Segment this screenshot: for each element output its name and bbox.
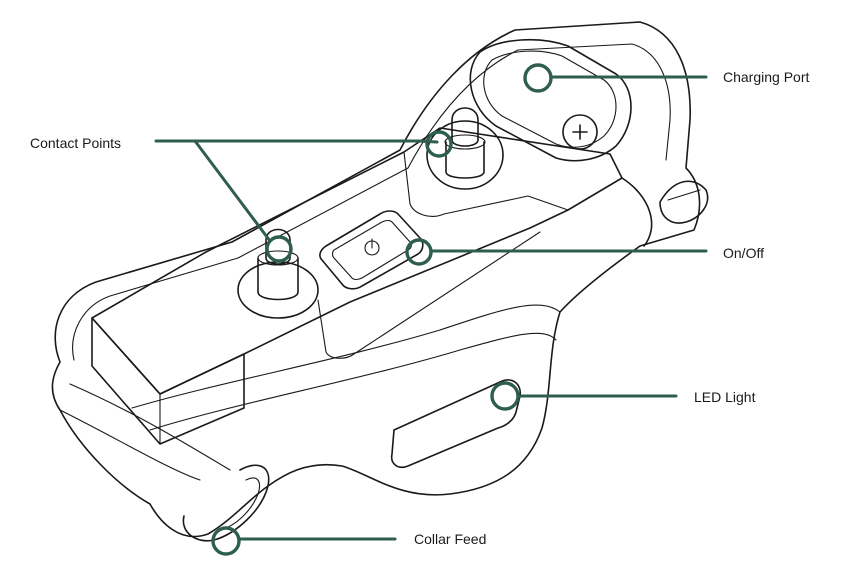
collar-receiver-body <box>51 21 709 542</box>
led-light-marker <box>490 381 520 411</box>
contact-points-leader <box>154 139 439 243</box>
collar-feed-marker <box>211 526 241 556</box>
contact-points-label: Contact Points <box>30 135 122 151</box>
collar-feed-label: Collar Feed <box>414 531 487 547</box>
rear-contact-point-marker <box>425 130 453 158</box>
on-off-label: On/Off <box>723 245 764 261</box>
charging-port-marker <box>523 63 553 93</box>
charging-port-label: Charging Port <box>723 69 810 85</box>
front-contact-point-marker <box>265 235 293 263</box>
on-off-marker <box>405 238 433 266</box>
led-light-label: LED Light <box>694 389 756 405</box>
